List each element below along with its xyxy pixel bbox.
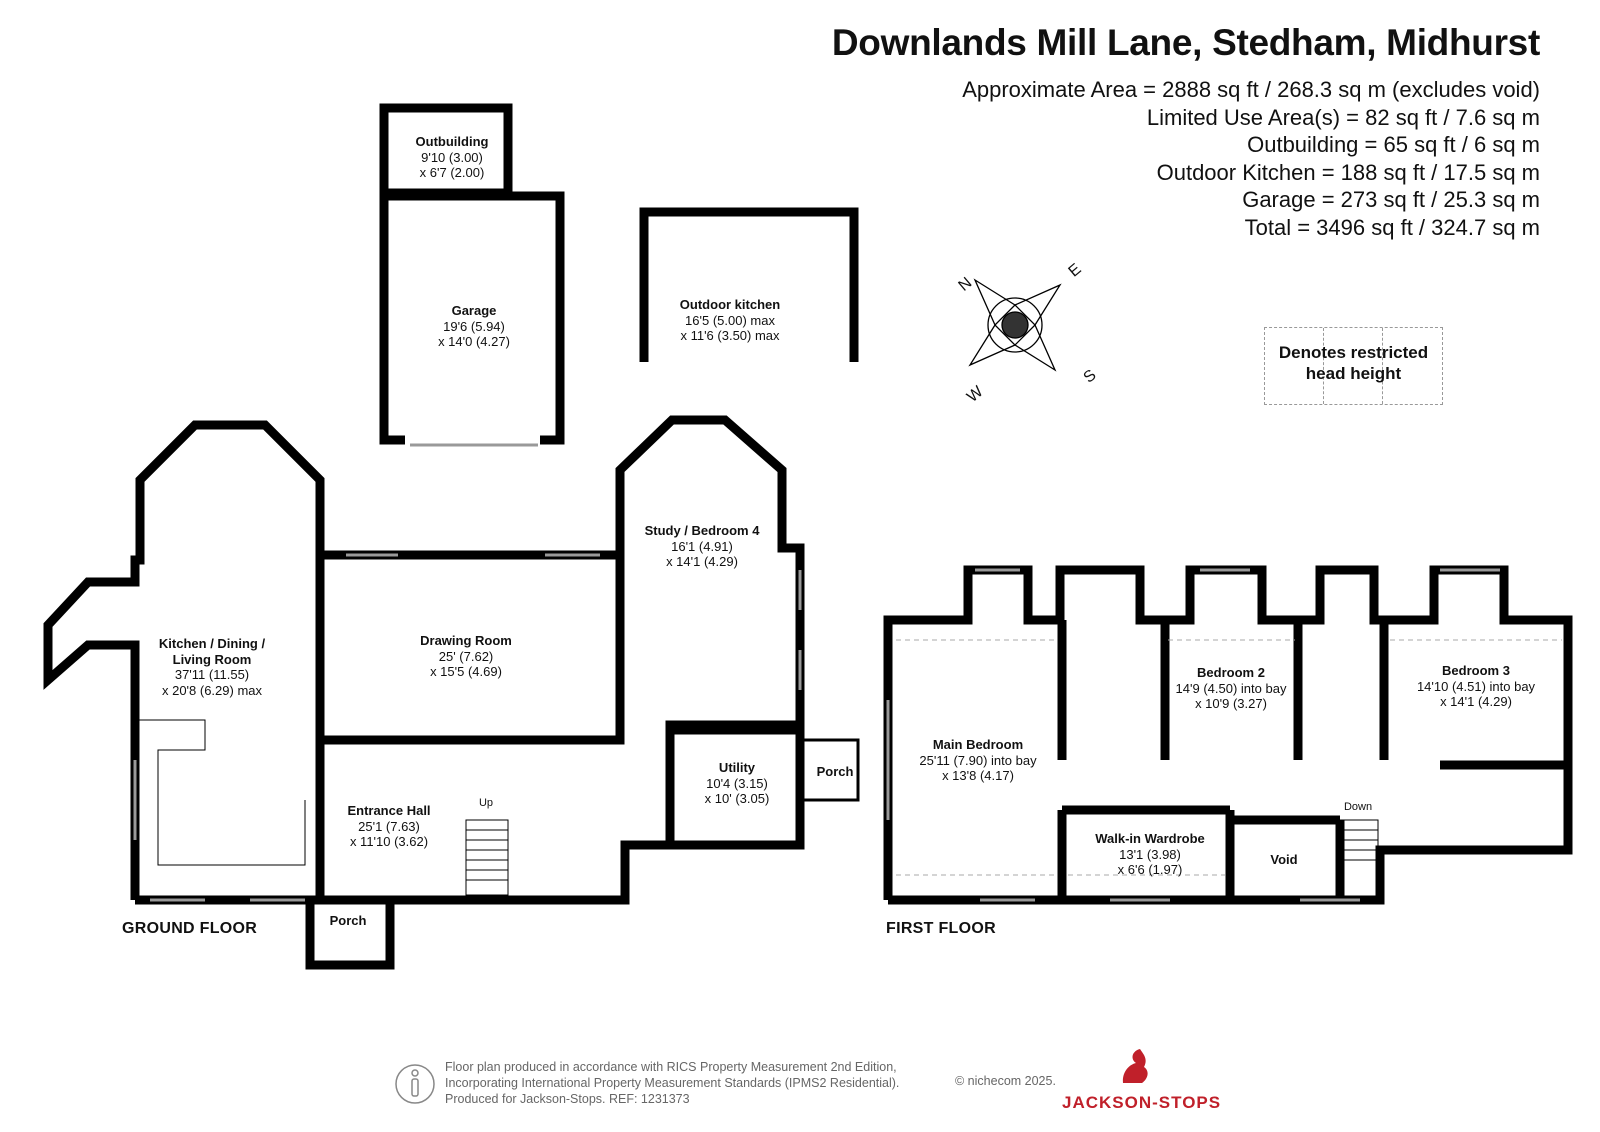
area-line-total: Total = 3496 sq ft / 324.7 sq m	[1244, 214, 1540, 240]
area-line-limited: Limited Use Area(s) = 82 sq ft / 7.6 sq …	[1146, 104, 1540, 130]
entrance-hall-walls	[320, 720, 805, 905]
area-line-garage: Garage = 273 sq ft / 25.3 sq m	[1242, 187, 1540, 212]
area-line-approx: Approximate Area = 2888 sq ft / 268.3 sq…	[962, 77, 1540, 102]
kitchen-walls	[43, 420, 325, 905]
footer-text: Floor plan produced in accordance with R…	[445, 1059, 899, 1107]
footer-line-1: Floor plan produced in accordance with R…	[445, 1060, 897, 1074]
first-floor-walls	[883, 565, 1573, 905]
compass	[968, 278, 1062, 372]
first-stairs	[1335, 819, 1379, 861]
legend-line-1: Denotes restricted	[1278, 343, 1429, 362]
restricted-height-legend: Denotes restricted head height	[1264, 327, 1443, 405]
room-porch-side: Porch	[816, 764, 854, 779]
ground-floor-label: GROUND FLOOR	[122, 920, 258, 937]
brand-name: JACKSON-STOPS	[1062, 1093, 1222, 1112]
room-porch-front: Porch	[329, 913, 367, 928]
area-line-outdoor-kitchen: Outdoor Kitchen = 188 sq ft / 17.5 sq m	[1156, 159, 1540, 185]
copyright: © nichecom 2025.	[955, 1074, 1056, 1088]
first-floor-label: FIRST FLOOR	[886, 920, 996, 937]
stairs-up-label: Up	[478, 797, 494, 809]
brand-crest-icon	[1122, 1049, 1148, 1083]
footer-line-3: Produced for Jackson-Stops. REF: 1231373	[445, 1092, 690, 1106]
area-line-outbuilding: Outbuilding = 65 sq ft / 6 sq m	[1247, 132, 1540, 157]
area-summary: Approximate Area = 2888 sq ft / 268.3 sq…	[962, 76, 1540, 241]
ipms-logo-icon	[395, 1064, 435, 1104]
side-porch-walls	[800, 738, 860, 802]
page-title: Downlands Mill Lane, Stedham, Midhurst	[831, 22, 1540, 63]
garage-walls	[379, 191, 565, 445]
kitchen-counter	[135, 719, 306, 866]
study-walls	[615, 415, 805, 740]
footer-line-2: Incorporating International Property Mea…	[445, 1076, 900, 1090]
stairs-down-label: Down	[1343, 801, 1373, 813]
room-kitchen: Kitchen / Dining /Living Room 37'11 (11.…	[158, 636, 266, 698]
room-void: Void	[1270, 852, 1298, 867]
front-porch-walls	[305, 900, 395, 970]
legend-line-2: head height	[1305, 364, 1402, 383]
outdoor-kitchen-walls	[639, 207, 859, 362]
ground-stairs	[465, 819, 509, 896]
